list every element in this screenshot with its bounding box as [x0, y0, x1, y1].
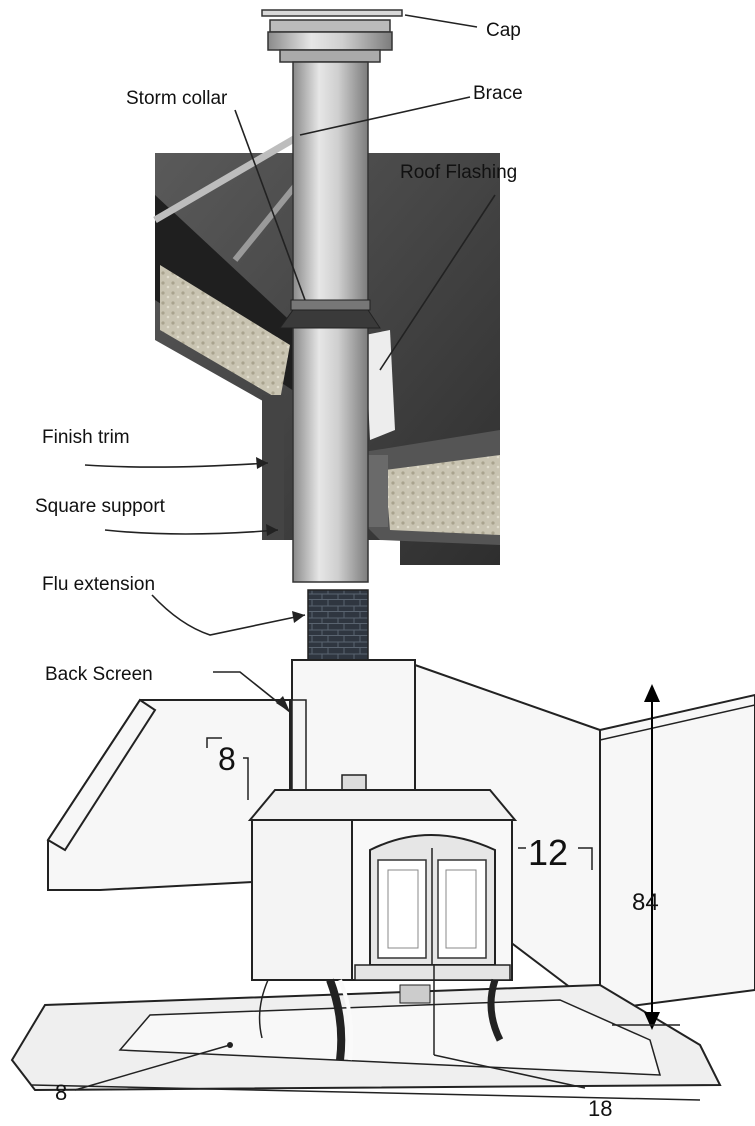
storm-collar-shape	[279, 309, 381, 329]
dimension-lines	[74, 684, 680, 1091]
dim-side-clearance: 12	[528, 832, 568, 873]
chimney-pipe	[261, 9, 403, 583]
floor-protector	[10, 983, 722, 1101]
arrowheads	[256, 457, 305, 712]
label-storm-collar: Storm collar	[126, 88, 228, 109]
label-flu-extension: Flu extension	[42, 574, 155, 595]
label-back-screen: Back Screen	[45, 664, 153, 685]
dim-back-clearance: 8	[218, 741, 236, 777]
label-cap: Cap	[486, 20, 521, 41]
leader-lines	[84, 14, 496, 713]
label-finish-trim: Finish trim	[42, 427, 130, 448]
dim-front-floor: 18	[588, 1096, 612, 1121]
label-square-support: Square support	[35, 496, 166, 517]
dim-side-floor: 8	[55, 1080, 67, 1105]
dim-wall-height: 84	[632, 889, 659, 916]
wood-stove	[247, 699, 518, 1061]
label-roof-flashing: Roof Flashing	[400, 162, 517, 183]
label-brace: Brace	[473, 83, 523, 104]
